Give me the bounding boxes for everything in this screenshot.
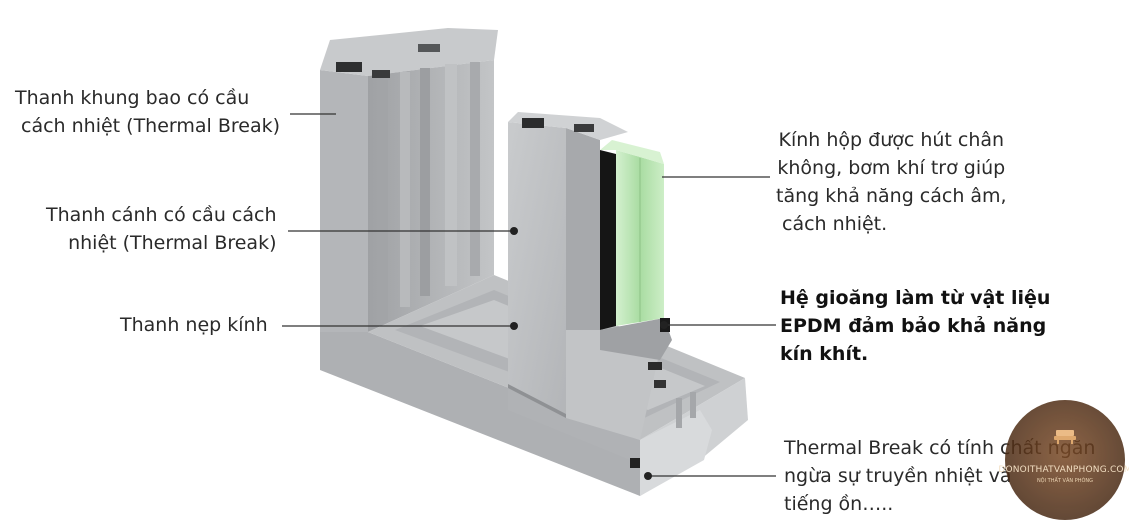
label-glass-line3: tăng khả năng cách âm,: [776, 185, 1007, 207]
label-outer-frame-line1: Thanh khung bao có cầu: [15, 87, 250, 109]
sash-mitre-line: [508, 384, 566, 418]
label-sash-line1: Thanh cánh có cầu cách: [46, 204, 277, 226]
sash-top-strip-2: [574, 124, 594, 132]
label-insulated-glass: Kính hộp được hút chân không, bơm khí tr…: [776, 126, 1007, 238]
label-gasket-line1: Hệ gioăng làm từ vật liệu: [780, 287, 1051, 309]
profile-web-2: [690, 392, 696, 418]
watermark-brand: DONOITHATVANPHONG.COM: [998, 464, 1129, 475]
glass-black-edge: [600, 150, 616, 330]
frame-top-strip-3: [418, 44, 440, 52]
watermark-sub: NỘI THẤT VĂN PHÒNG: [1036, 477, 1094, 484]
label-sash: Thanh cánh có cầu cách nhiệt (Thermal Br…: [46, 201, 277, 257]
gasket-black-3: [630, 458, 648, 468]
label-gasket-line3: kín khít.: [780, 343, 869, 365]
label-gasket: Hệ gioăng làm từ vật liệu EPDM đảm bảo k…: [780, 284, 1050, 368]
frame-groove-2: [400, 72, 410, 307]
sash-front: [508, 122, 566, 418]
label-outer-frame: Thanh khung bao có cầu cách nhiệt (Therm…: [15, 84, 280, 140]
profile-web-1: [676, 398, 682, 428]
label-glazing-bead-line1: Thanh nẹp kính: [120, 314, 268, 336]
frame-top-strip-2: [372, 70, 390, 78]
frame-groove-5: [470, 62, 480, 276]
label-glass-line2: không, bơm khí trơ giúp: [777, 157, 1006, 179]
outer-frame-front: [320, 70, 368, 332]
label-thermal-line3: tiếng ồn…..: [784, 493, 894, 515]
sash-top-strip-1: [522, 118, 544, 128]
outer-frame-bottom-front: [320, 332, 640, 496]
gasket-black-2: [648, 362, 662, 370]
watermark-badge: DONOITHATVANPHONG.COM NỘI THẤT VĂN PHÒNG: [998, 400, 1129, 520]
outer-frame-inner-wall: [368, 60, 494, 332]
profile-cutaway: [640, 410, 712, 496]
leader-lines: [282, 113, 776, 477]
sash-bottom-top: [566, 330, 660, 440]
label-thermal-line2: ngừa sự truyền nhiệt và: [784, 465, 1012, 487]
label-glazing-bead: Thanh nẹp kính: [120, 311, 268, 339]
dot-thermal-break: [644, 472, 652, 480]
frame-top-strip-1: [336, 62, 362, 72]
dot-gasket: [660, 321, 668, 329]
leader-dots: [510, 227, 668, 480]
label-outer-frame-line2: cách nhiệt (Thermal Break): [21, 115, 281, 137]
label-glass-line1: Kính hộp được hút chân: [778, 129, 1005, 151]
frame-groove-3: [420, 68, 430, 296]
dot-glazing-bead: [510, 322, 518, 330]
label-glass-line4: cách nhiệt.: [782, 213, 888, 235]
glass-top-edge: [600, 140, 664, 164]
gasket-black-4: [654, 380, 666, 388]
gasket-profile: [600, 318, 672, 360]
frame-groove-1: [380, 80, 388, 320]
label-gasket-line2: EPDM đảm bảo khả năng: [780, 315, 1047, 337]
label-sash-line2: nhiệt (Thermal Break): [68, 232, 277, 254]
sash-bottom: [508, 388, 640, 464]
chair-logo-icon: [1054, 430, 1076, 444]
dot-sash: [510, 227, 518, 235]
frame-groove-4: [445, 64, 457, 286]
